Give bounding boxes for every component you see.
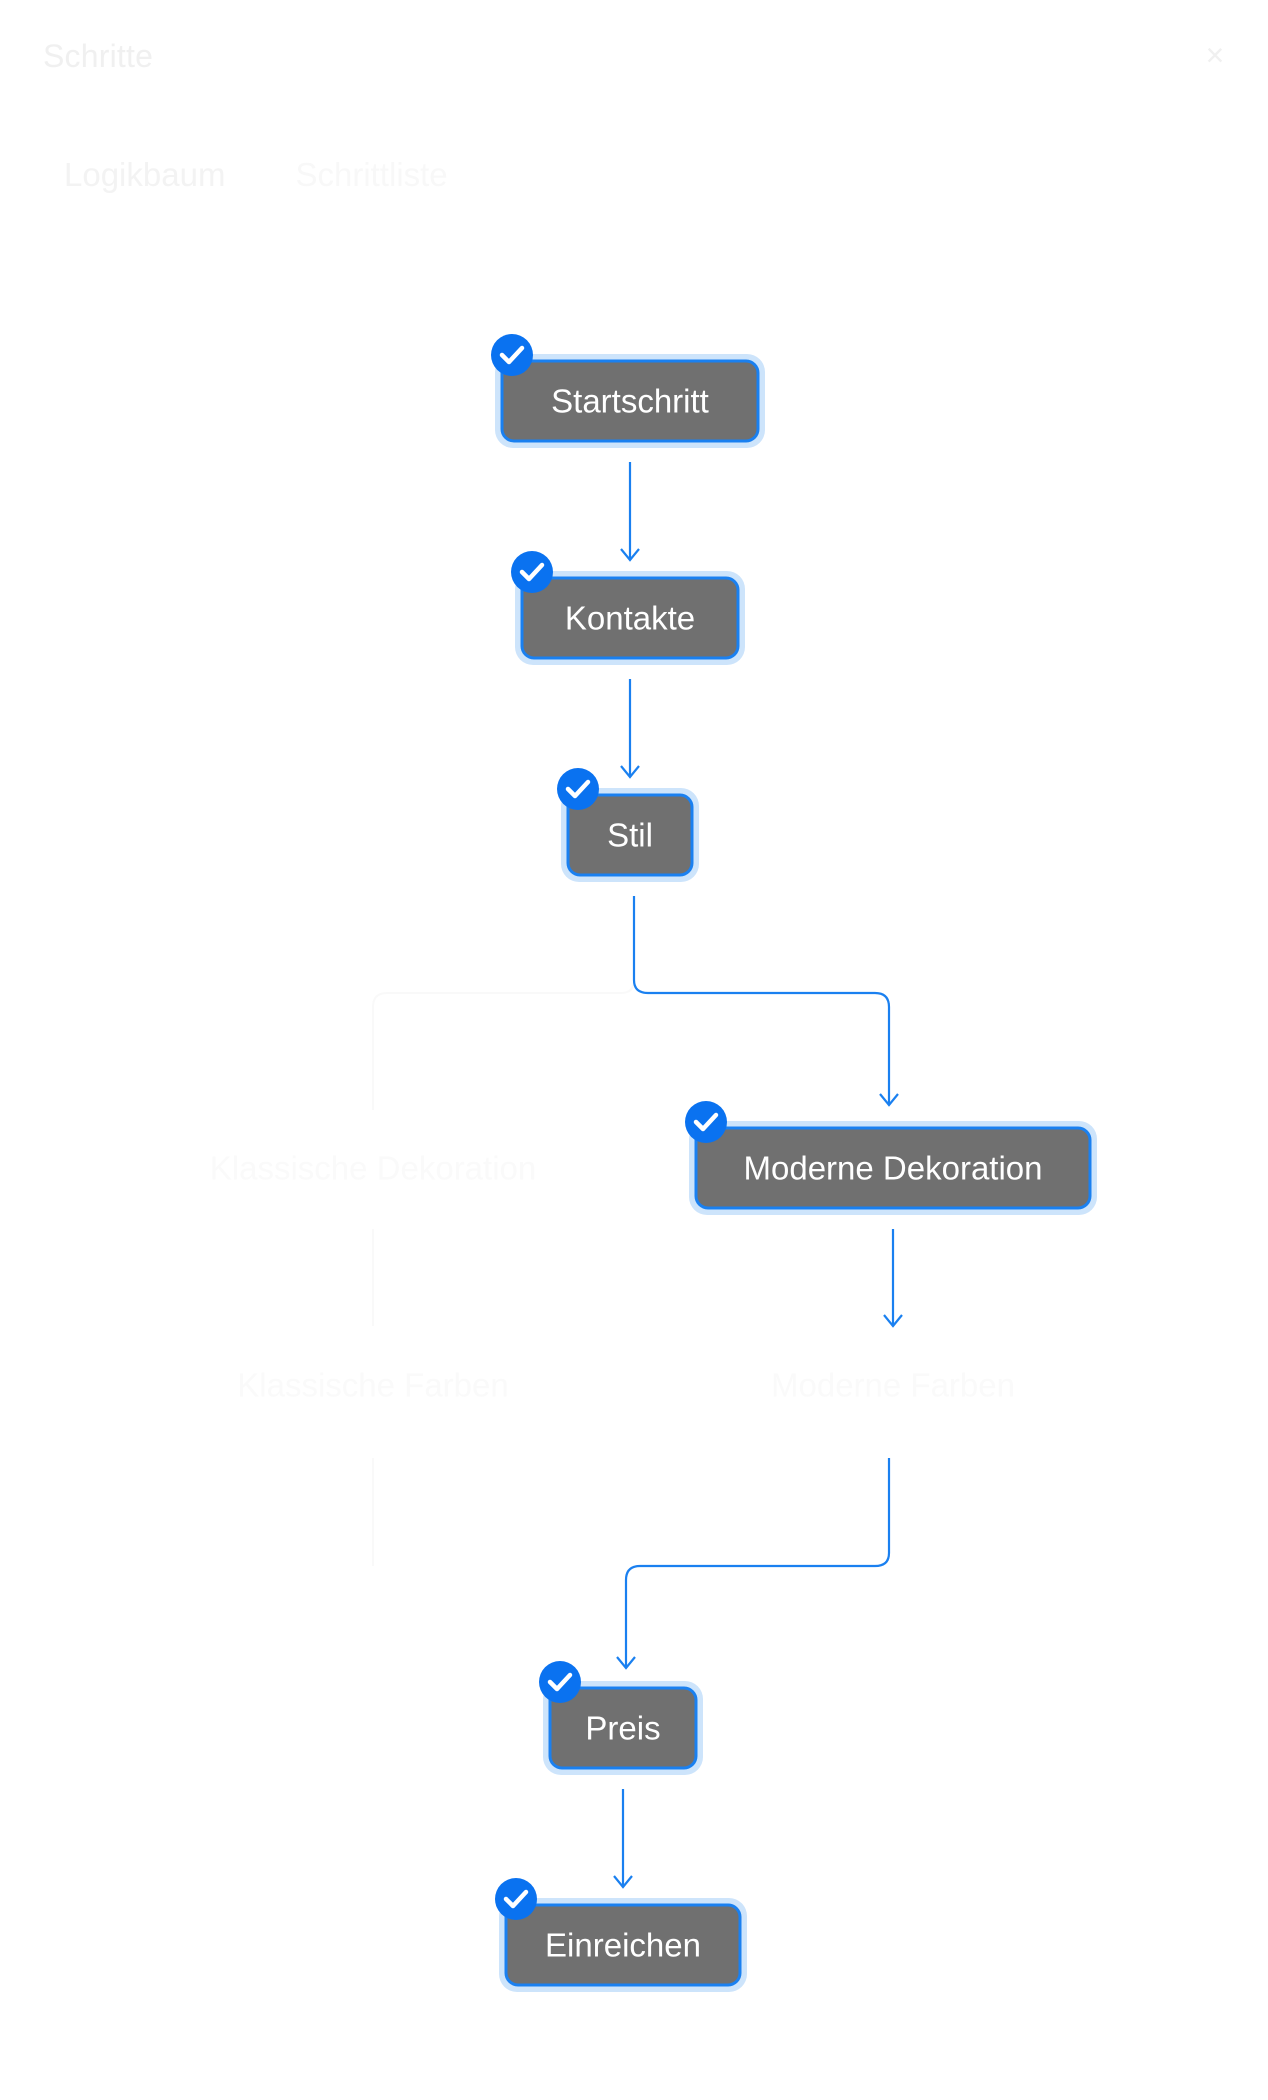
arrowhead-icon — [620, 548, 640, 562]
edge-stil-to-moderne-dekoration — [632, 896, 891, 1105]
tab-bar: Logikbaum Schrittliste — [64, 156, 448, 194]
node-start[interactable]: Startschritt — [491, 334, 765, 448]
check-badge-icon — [495, 1878, 537, 1920]
node-kontakte[interactable]: Kontakte — [511, 551, 745, 665]
checkmark-icon — [547, 1672, 573, 1692]
arrowhead-icon — [883, 1314, 903, 1328]
edge-stil-to-klassische-dekoration — [372, 896, 635, 1110]
node-label: Startschritt — [551, 383, 709, 420]
check-badge-icon — [685, 1101, 727, 1143]
arrowhead-icon — [613, 1875, 633, 1889]
close-icon[interactable]: × — [1205, 37, 1225, 73]
node-moderne-dekoration[interactable]: Moderne Dekoration — [685, 1101, 1097, 1215]
node-klassische-farben: Klassische Farben — [237, 1367, 508, 1404]
node-label: Klassische Dekoration — [210, 1150, 537, 1187]
node-box[interactable] — [520, 576, 740, 660]
tab-logikbaum[interactable]: Logikbaum — [64, 156, 226, 193]
node-box[interactable] — [566, 793, 694, 877]
node-preis[interactable]: Preis — [539, 1661, 703, 1775]
node-klassische-dekoration: Klassische Dekoration — [210, 1150, 537, 1187]
node-moderne-farben: Moderne Farben — [771, 1367, 1015, 1404]
node-box[interactable] — [694, 1126, 1092, 1210]
check-badge-icon — [491, 334, 533, 376]
arrowhead-icon — [879, 1093, 899, 1107]
node-box[interactable] — [500, 359, 760, 443]
checkmark-icon — [503, 1889, 529, 1909]
checkmark-icon — [499, 345, 525, 365]
arrowhead-icon — [616, 1656, 636, 1670]
node-label: Stil — [607, 817, 653, 854]
checkmark-icon — [565, 779, 591, 799]
node-label: Klassische Farben — [237, 1367, 508, 1404]
node-einreichen[interactable]: Einreichen — [495, 1878, 747, 1992]
tab-schrittliste[interactable]: Schrittliste — [295, 156, 448, 193]
node-label: Kontakte — [565, 600, 695, 637]
check-badge-icon — [511, 551, 553, 593]
node-box[interactable] — [548, 1686, 698, 1770]
node-label: Einreichen — [545, 1927, 701, 1964]
edge-moderne-farben-to-preis — [624, 1458, 891, 1668]
check-badge-icon — [539, 1661, 581, 1703]
arrowhead-icon — [620, 765, 640, 779]
node-box[interactable] — [504, 1903, 742, 1987]
edges-layer — [372, 462, 903, 1889]
check-badge-icon — [557, 768, 599, 810]
node-label: Moderne Farben — [771, 1367, 1015, 1404]
checkmark-icon — [519, 562, 545, 582]
node-label: Preis — [585, 1710, 660, 1747]
checkmark-icon — [693, 1112, 719, 1132]
node-stil[interactable]: Stil — [557, 768, 699, 882]
panel-title: Schritte — [43, 38, 154, 74]
node-label: Moderne Dekoration — [744, 1150, 1043, 1187]
